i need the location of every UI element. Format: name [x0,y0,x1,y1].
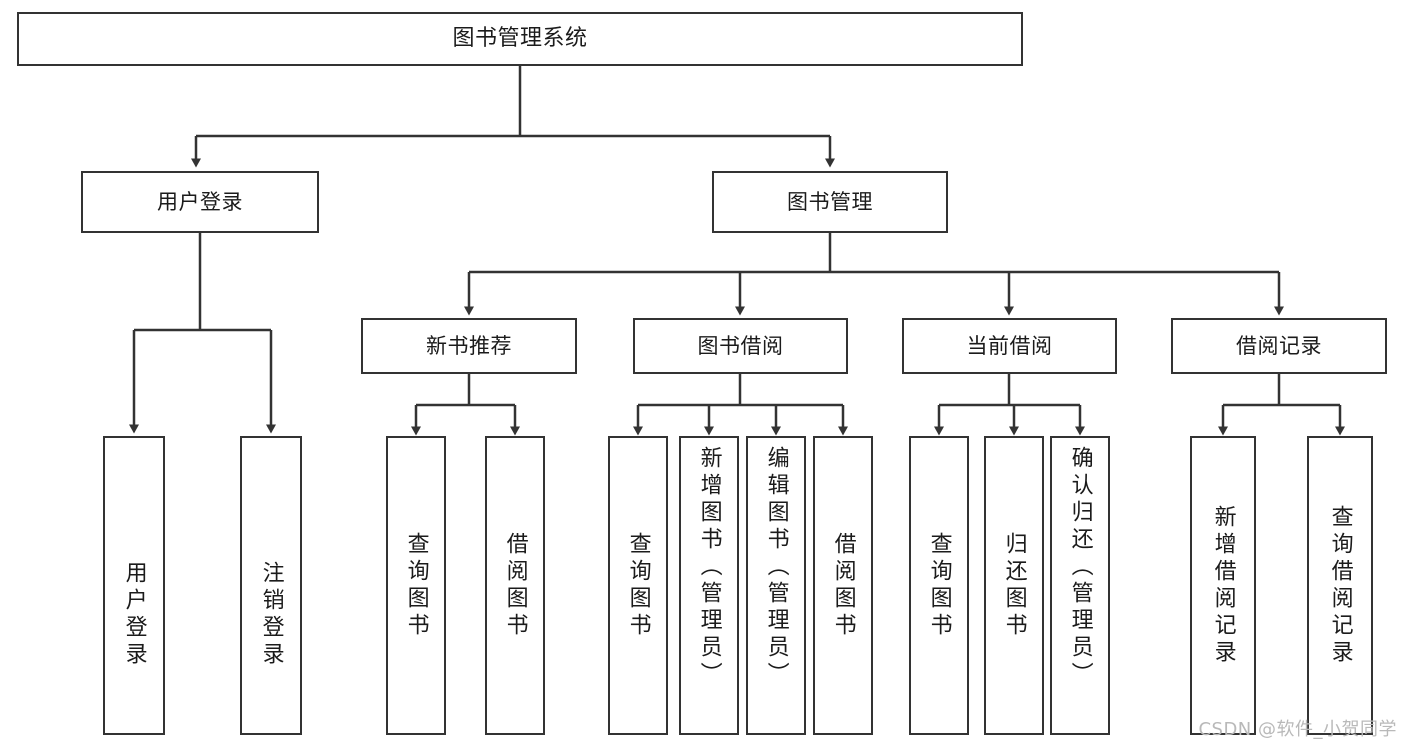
leaf-node[interactable]: 编辑图书（管理员） [746,436,806,735]
node-borrow-record[interactable]: 借阅记录 [1171,318,1387,374]
leaf-node-label: 确认归还（管理员） [1067,446,1093,689]
leaf-node-label: 借阅图书 [502,531,528,640]
leaf-node-label: 查询图书 [926,531,952,640]
node-book-manage-label: 图书管理 [787,189,873,214]
node-book-manage[interactable]: 图书管理 [712,171,948,233]
leaf-node[interactable]: 用户登录 [103,436,165,735]
node-current-borrow[interactable]: 当前借阅 [902,318,1117,374]
node-book-borrow-label: 图书借阅 [697,333,784,358]
leaf-node[interactable]: 确认归还（管理员） [1050,436,1110,735]
node-book-borrow[interactable]: 图书借阅 [633,318,848,374]
leaf-node[interactable]: 注销登录 [240,436,302,735]
leaf-node-label: 归还图书 [1001,531,1027,640]
leaf-node-label: 新增图书（管理员） [696,446,722,689]
node-user-login-label: 用户登录 [157,189,243,214]
leaf-node[interactable]: 借阅图书 [485,436,545,735]
leaf-node[interactable]: 借阅图书 [813,436,873,735]
leaf-node[interactable]: 归还图书 [984,436,1044,735]
leaf-node[interactable]: 查询图书 [386,436,446,735]
leaf-node-label: 编辑图书（管理员） [763,446,789,689]
leaf-node-label: 查询图书 [625,531,651,640]
leaf-node-label: 借阅图书 [830,531,856,640]
leaf-node-label: 查询借阅记录 [1327,504,1353,667]
watermark-text: CSDN @软件_小贺同学 [1198,719,1397,740]
leaf-node[interactable]: 查询图书 [608,436,668,735]
leaf-node-label: 新增借阅记录 [1210,504,1236,667]
node-new-book-recommend-label: 新书推荐 [426,333,512,358]
leaf-node[interactable]: 新增图书（管理员） [679,436,739,735]
leaf-node-label: 查询图书 [403,531,429,640]
leaf-node[interactable]: 查询借阅记录 [1307,436,1373,735]
node-user-login[interactable]: 用户登录 [81,171,319,233]
leaf-node-label: 注销登录 [258,561,284,669]
node-borrow-record-label: 借阅记录 [1236,333,1322,358]
leaf-node[interactable]: 新增借阅记录 [1190,436,1256,735]
node-new-book-recommend[interactable]: 新书推荐 [361,318,577,374]
node-current-borrow-label: 当前借阅 [966,333,1053,358]
leaf-node-label: 用户登录 [121,561,147,669]
leaf-node[interactable]: 查询图书 [909,436,969,735]
node-root-system-label: 图书管理系统 [452,26,588,52]
node-root-system[interactable]: 图书管理系统 [17,12,1023,66]
